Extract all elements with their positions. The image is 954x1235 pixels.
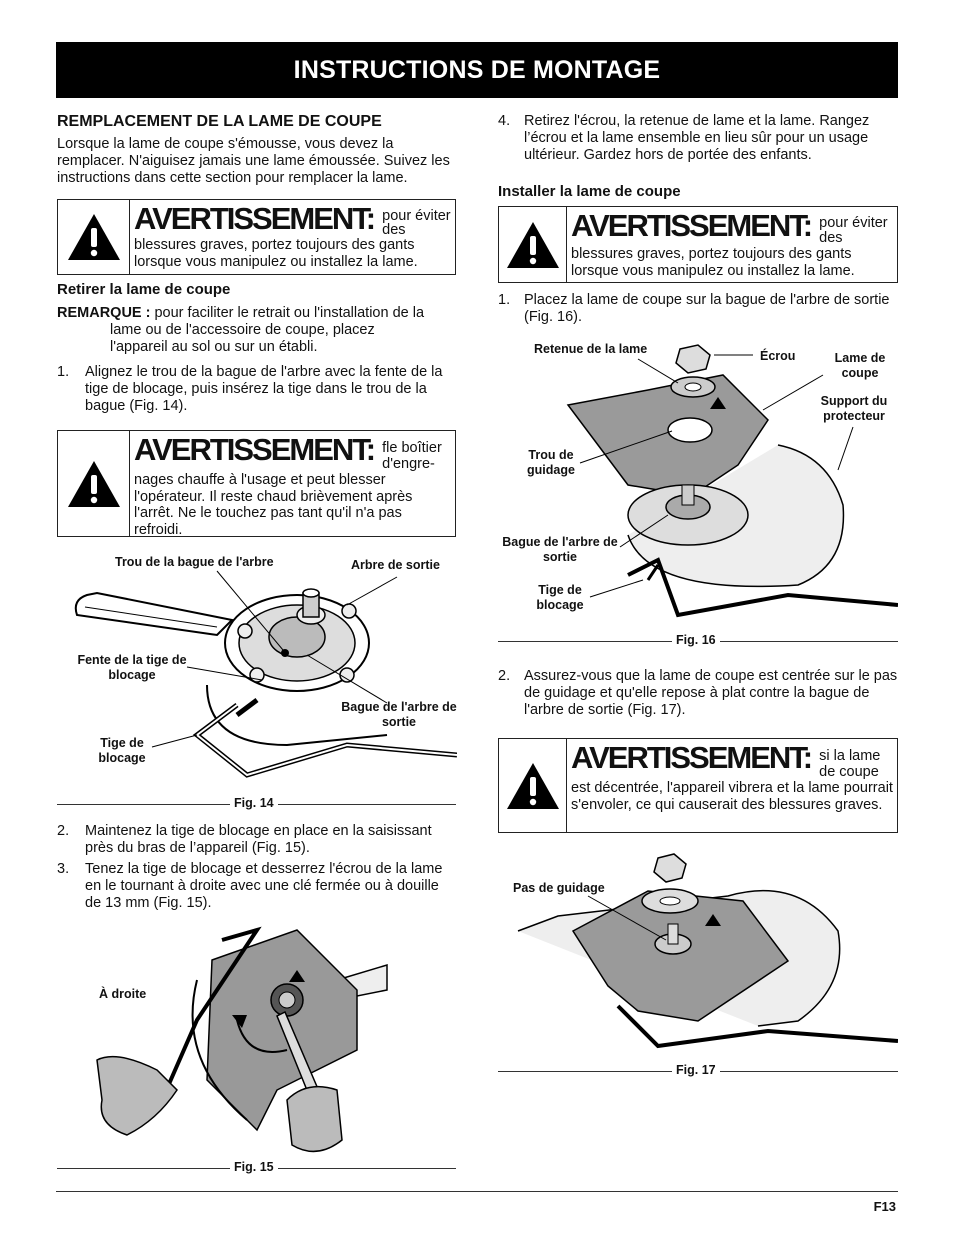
step-number: 1. xyxy=(498,292,511,308)
fig15-illustration xyxy=(96,926,388,1153)
warning-box-gloves: AVERTISSEMENT: pour éviter des blessures… xyxy=(57,199,456,275)
label-shaft-hole: Trou de la bague de l'arbre xyxy=(115,555,274,569)
step-number: 2. xyxy=(57,823,70,839)
warning-word: AVERTISSEMENT: xyxy=(134,201,376,236)
fig17-caption: Fig. 17 xyxy=(672,1063,720,1077)
warning-triangle-icon xyxy=(499,207,567,282)
step-text: Maintenez la tige de blocage en place en… xyxy=(85,823,432,856)
page-number: F13 xyxy=(873,1199,896,1214)
label-output-bushing: Bague de l'arbre de sortie xyxy=(502,535,618,564)
note-paragraph: REMARQUE : pour faciliter le retrait ou … xyxy=(57,305,457,322)
warning-box-off-center: AVERTISSEMENT: si la lame de coupe est d… xyxy=(498,738,898,833)
warning-triangle-icon xyxy=(58,200,130,274)
fig17-illustration xyxy=(517,853,899,1049)
figure-16: Retenue de la lame Écrou Lame de coupe S… xyxy=(498,335,899,635)
warning-word: AVERTISSEMENT: xyxy=(134,432,376,467)
step-number: 2. xyxy=(498,668,511,684)
figure-14: Trou de la bague de l'arbre Arbre de sor… xyxy=(57,545,458,807)
warning-lead: pour éviter des xyxy=(382,208,451,238)
step-text: Tenez la tige de blocage et desserrez l'… xyxy=(85,861,443,911)
label-guide-step: Pas de guidage xyxy=(513,881,605,895)
warning-word: AVERTISSEMENT: xyxy=(571,740,813,775)
warning-word: AVERTISSEMENT: xyxy=(571,208,813,243)
step-text: Placez la lame de coupe sur la bague de … xyxy=(524,292,890,325)
step-text: Assurez-vous que la lame de coupe est ce… xyxy=(524,668,898,718)
warning-box-gloves-install: AVERTISSEMENT: pour éviter des blessures… xyxy=(498,206,898,283)
fig14-caption: Fig. 14 xyxy=(230,796,278,810)
warning-lead: pour éviter des xyxy=(819,215,888,246)
warning-text: est décentrée, l'appareil vibrera et la … xyxy=(571,780,893,813)
note-rest: lame ou de l'accessoire de coupe, placez… xyxy=(110,322,375,355)
fig14-illustration xyxy=(74,570,458,778)
figure-17: Pas de guidage xyxy=(498,846,899,1066)
warning-text: blessures graves, portez toujours des ga… xyxy=(571,246,855,279)
label-locking-rod: Tige de blocage xyxy=(536,583,584,612)
step-text: Retirez l'écrou, la retenue de lame et l… xyxy=(524,113,870,163)
label-cutting-blade: Lame de coupe xyxy=(834,351,886,380)
warning-text: nages chauffe à l'usage et peut blesser … xyxy=(134,472,413,538)
step-text: Alignez le trou de la bague de l'arbre a… xyxy=(85,364,443,414)
label-guard-support: Support du protecteur xyxy=(820,394,888,423)
label-nut: Écrou xyxy=(760,349,796,363)
section-title: REMPLACEMENT DE LA LAME DE COUPE xyxy=(57,113,382,130)
install-blade-title: Installer la lame de coupe xyxy=(498,183,681,200)
label-output-shaft: Arbre de sortie xyxy=(351,558,440,572)
fig16-caption: Fig. 16 xyxy=(672,633,720,647)
figure-15: À droite xyxy=(57,920,457,1170)
label-clockwise: À droite xyxy=(99,987,147,1001)
label-guide-hole: Trou de guidage xyxy=(527,448,575,477)
label-shaft-bushing: Bague de l'arbre de sortie xyxy=(341,700,457,729)
fig15-caption: Fig. 15 xyxy=(230,1160,278,1174)
page-header: INSTRUCTIONS DE MONTAGE xyxy=(56,42,898,98)
step-number: 3. xyxy=(57,861,70,877)
label-blade-retainer: Retenue de la lame xyxy=(534,342,648,356)
step-number: 1. xyxy=(57,364,70,380)
note-label: REMARQUE : xyxy=(57,305,151,321)
step-number: 4. xyxy=(498,113,511,129)
warning-triangle-icon xyxy=(58,431,130,536)
fig16-illustration xyxy=(566,344,899,618)
note-first: pour faciliter le retrait ou l'installat… xyxy=(154,305,425,321)
label-rod-slot: Fente de la tige de blocage xyxy=(77,653,187,682)
warning-lead: fle boîtier d'engre- xyxy=(382,440,442,472)
remove-blade-title: Retirer la lame de coupe xyxy=(57,281,231,298)
warning-box-hot-gearbox: AVERTISSEMENT: fle boîtier d'engre- nage… xyxy=(57,430,456,538)
footer-rule xyxy=(56,1191,898,1192)
warning-triangle-icon xyxy=(499,739,567,832)
warning-text: blessures graves, portez toujours des ga… xyxy=(134,237,418,270)
warning-lead: si la lame de coupe xyxy=(819,748,881,780)
intro-paragraph: Lorsque la lame de coupe s'émousse, vous… xyxy=(57,136,450,186)
label-locking-rod: Tige de blocage xyxy=(98,736,146,765)
